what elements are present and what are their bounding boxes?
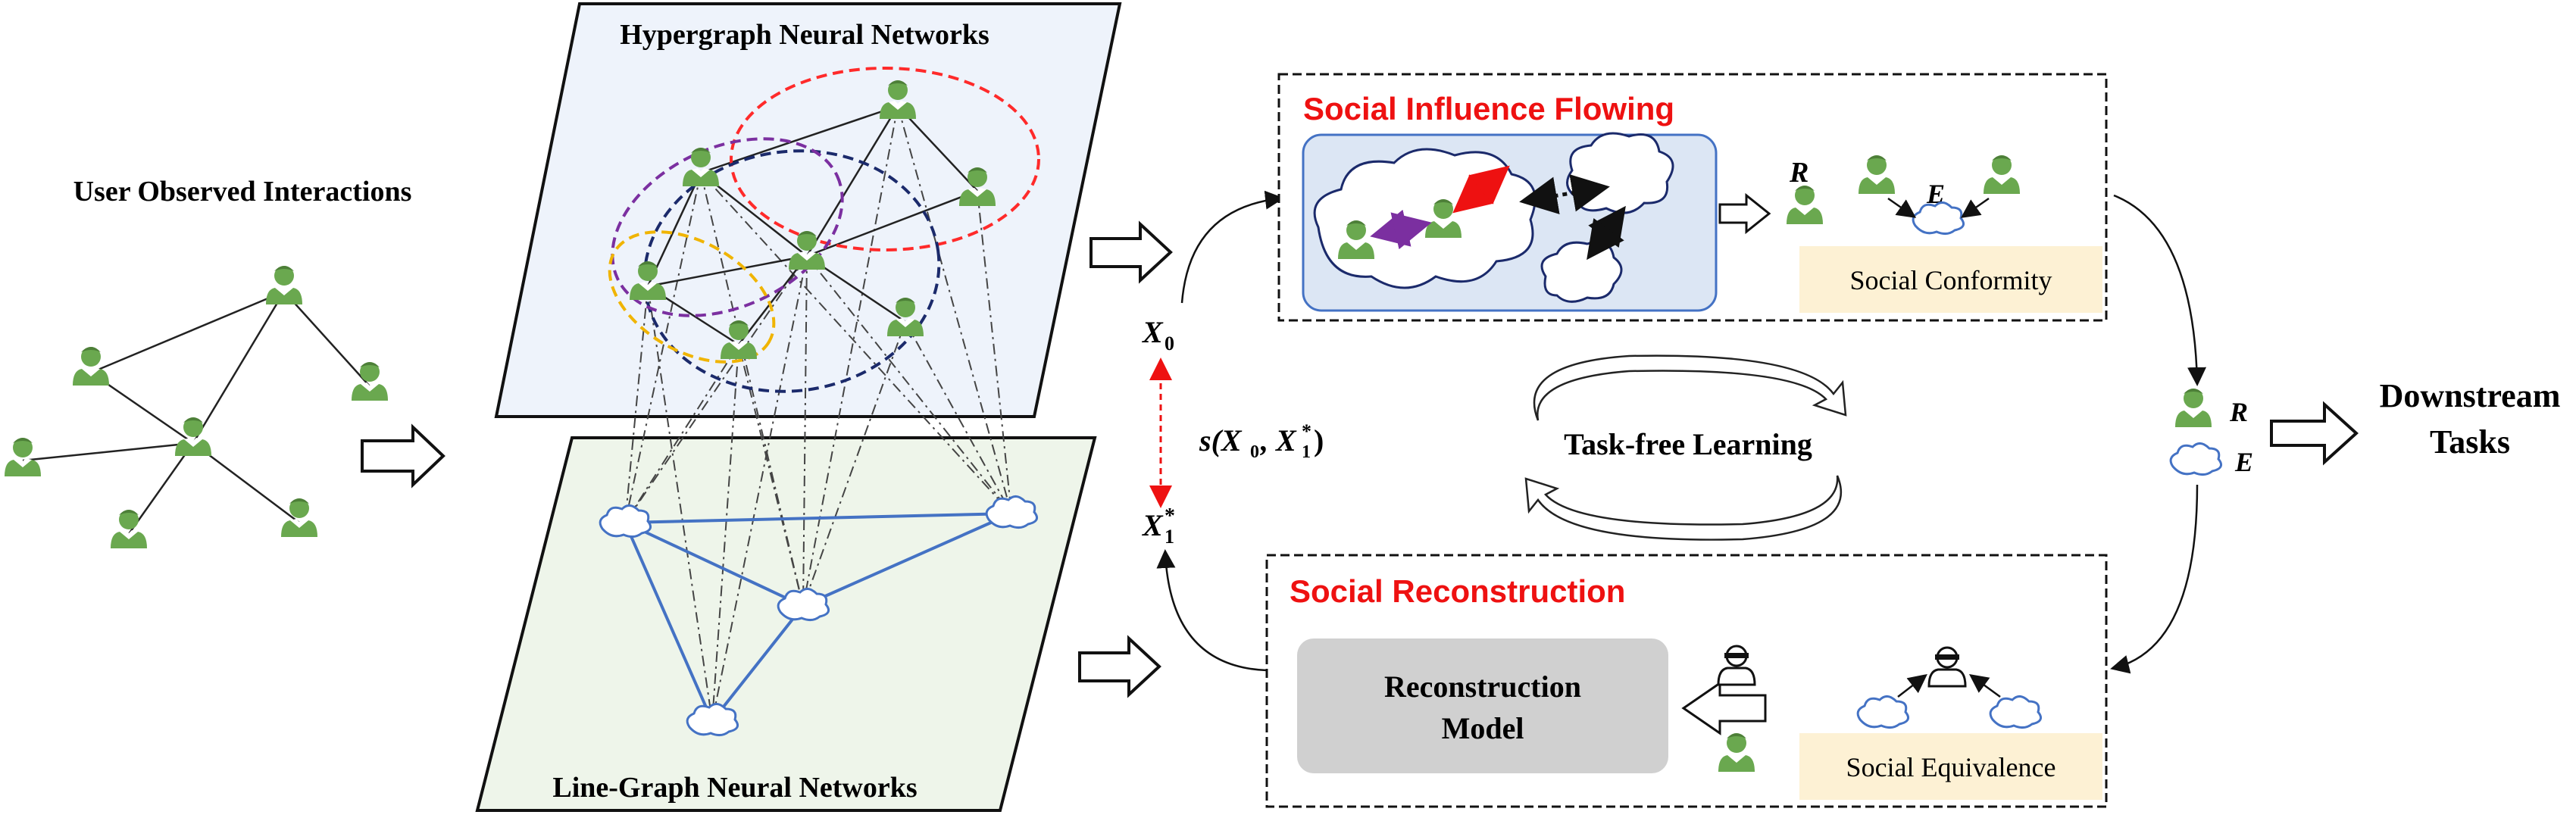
svg-text:, X: , X <box>1260 423 1297 457</box>
r-output-label: R <box>2229 397 2248 427</box>
flow-arrow <box>1156 549 1268 672</box>
hollow-arrow-icon <box>2270 401 2359 466</box>
linegraph-edges <box>624 512 1012 723</box>
reconstruction-model-line1: Reconstruction <box>1384 670 1581 704</box>
downstream-line1: Downstream <box>2380 377 2561 414</box>
social-influence-title: Social Influence Flowing <box>1303 91 1674 126</box>
hypergraph-edges <box>646 105 978 346</box>
hypergraph-title: Hypergraph Neural Networks <box>620 19 989 51</box>
flow-arrow <box>1180 190 1284 304</box>
task-free-label: Task-free Learning <box>1564 427 1812 461</box>
user-node <box>281 498 317 537</box>
cycle-arrow-icon <box>1524 475 1842 541</box>
hollow-arrow-icon <box>1078 635 1161 698</box>
user-node <box>352 362 388 401</box>
social-equivalence-box <box>1799 733 2102 800</box>
influence-arrow <box>1370 209 1432 250</box>
user-node <box>73 347 109 386</box>
social-influence-panel: Social Influence Flowing R E Social Conf… <box>1277 73 2108 322</box>
x0-label: X 0 <box>1141 315 1174 354</box>
user-node <box>266 266 302 304</box>
hollow-arrow-icon <box>1089 220 1173 284</box>
similarity-label: s(X 0 , X 1 * ) <box>1199 420 1324 462</box>
user-node <box>5 438 41 476</box>
hyperedge-red <box>730 67 1040 251</box>
linegraph-title: Line-Graph Neural Networks <box>552 772 917 804</box>
downstream-line2: Tasks <box>2430 423 2510 461</box>
svg-text:*: * <box>1302 420 1311 442</box>
svg-text:X: X <box>1141 315 1164 349</box>
user-observed-graph: User Observed Interactions <box>5 176 411 548</box>
masked-user-icon <box>1927 646 1967 688</box>
svg-text:0: 0 <box>1165 333 1174 354</box>
svg-text:X: X <box>1141 508 1164 542</box>
hypergraph-plane: Hypergraph Neural Networks <box>494 2 1122 418</box>
user-observed-title: User Observed Interactions <box>73 176 412 208</box>
social-conformity-label: Social Conformity <box>1850 265 2052 295</box>
svg-text:1: 1 <box>1302 442 1311 462</box>
x1-star-label: X 1 * <box>1141 504 1175 548</box>
task-free-learning: Task-free Learning <box>1524 354 1847 541</box>
social-reconstruction-panel: Social Reconstruction Reconstruction Mod… <box>1265 554 2108 808</box>
reconstruction-model-line2: Model <box>1442 711 1524 745</box>
social-reconstruction-title: Social Reconstruction <box>1290 573 1625 609</box>
linegraph-plane: Line-Graph Neural Networks <box>475 436 1097 812</box>
user-node <box>2175 389 2212 427</box>
flow-arrow <box>2110 484 2199 674</box>
hollow-arrow-icon <box>361 423 445 489</box>
cycle-arrow-icon <box>1533 354 1847 421</box>
hollow-arrow-icon <box>1718 192 1771 235</box>
svg-text:0: 0 <box>1250 442 1259 462</box>
masked-user-icon <box>1717 645 1756 686</box>
svg-text:1: 1 <box>1165 526 1174 548</box>
reconstruction-model-box <box>1297 638 1668 773</box>
hollow-arrow-icon <box>1681 681 1767 735</box>
hyperedge-yellow <box>608 230 776 364</box>
influence-arrow <box>1519 174 1610 214</box>
hyperedge-purple <box>611 137 844 317</box>
e-output-label: E <box>2234 447 2253 477</box>
cloud-node <box>2169 442 2223 476</box>
social-conformity-box <box>1799 246 2102 313</box>
svg-text:*: * <box>1165 504 1175 528</box>
social-equivalence-label: Social Equivalence <box>1846 752 2056 782</box>
svg-text:s(X: s(X <box>1199 423 1243 457</box>
influence-arrow <box>1452 165 1510 214</box>
flow-arrow <box>2113 194 2207 386</box>
svg-text:): ) <box>1314 423 1324 457</box>
r-label: R <box>1789 157 1809 189</box>
